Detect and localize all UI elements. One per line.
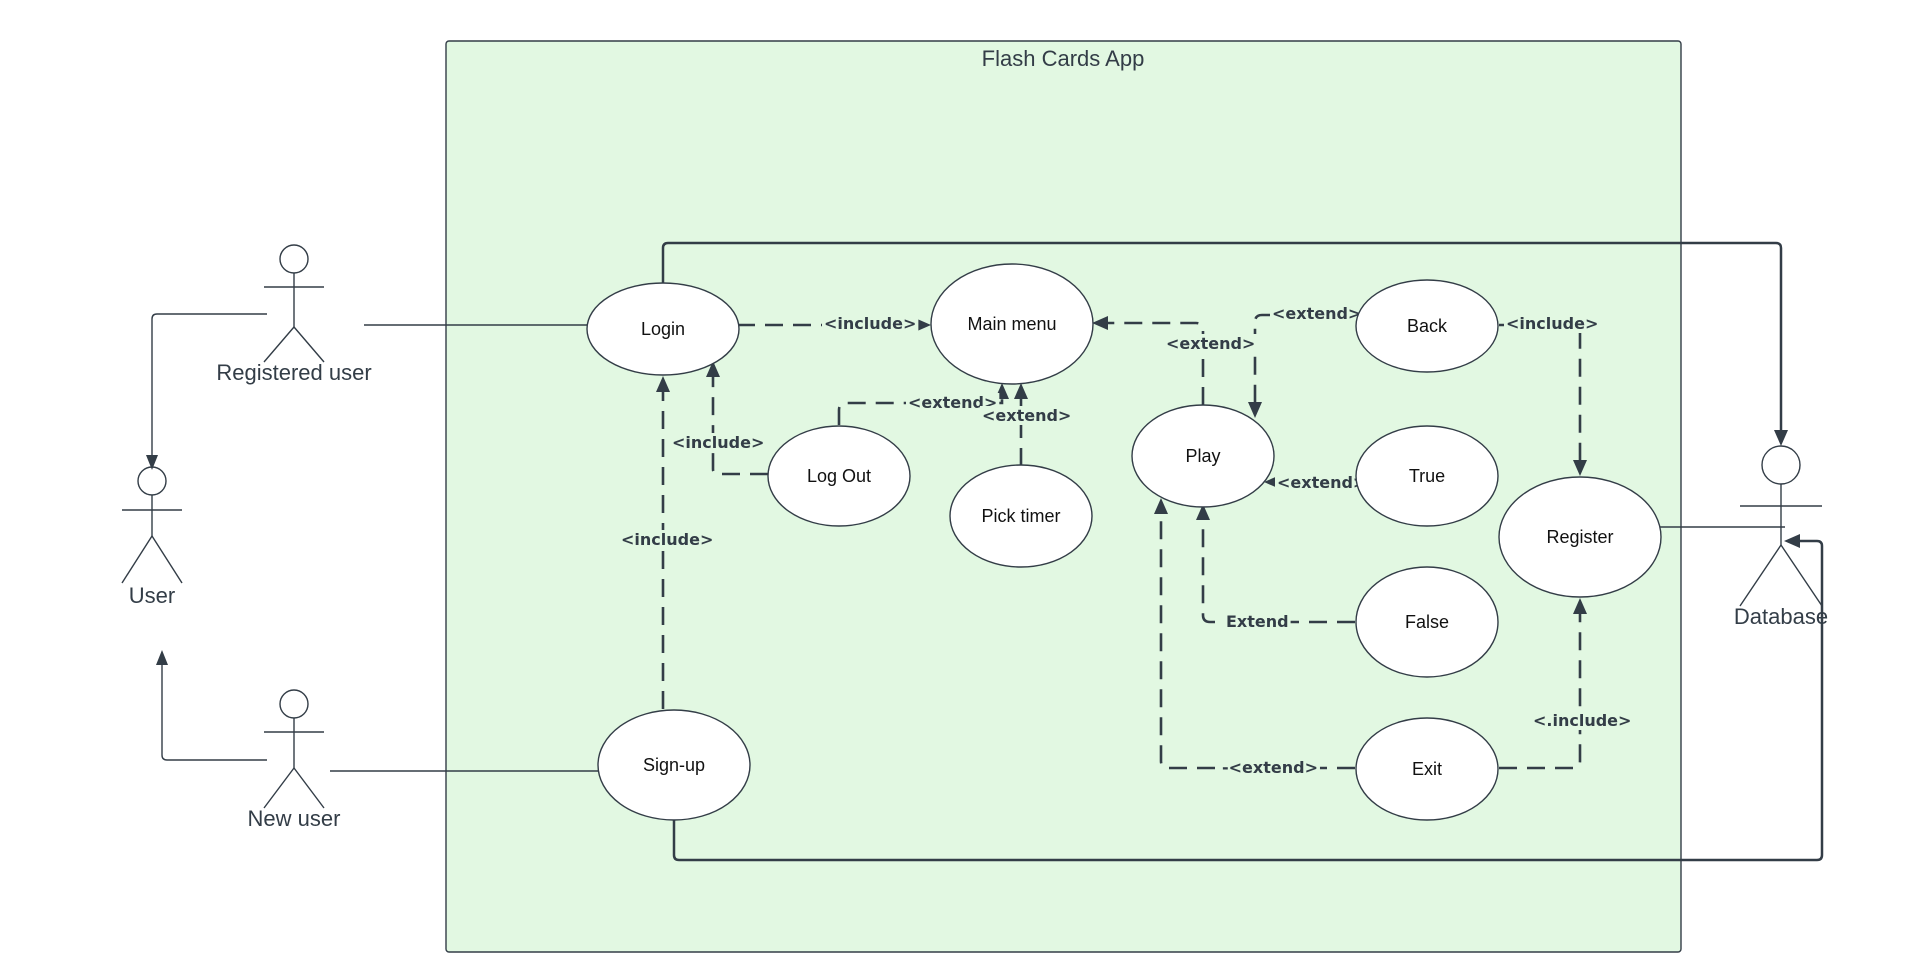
relationship-labels: <include> <extend> <extend> <extend> <in… xyxy=(619,304,1634,777)
label-login-main-menu: <include> xyxy=(824,314,916,333)
label-background xyxy=(619,530,716,549)
label-false-play: Extend xyxy=(1226,612,1289,631)
actor-registered-user-label: Registered user xyxy=(216,360,371,385)
use-case-pick-timer xyxy=(949,464,1093,568)
arrowhead xyxy=(1573,598,1587,614)
arrowhead xyxy=(1774,430,1788,446)
arrowhead xyxy=(1092,316,1108,330)
use-case-exit-label: Exit xyxy=(1412,759,1442,779)
label-background xyxy=(1270,304,1364,323)
label-true-play: <extend> xyxy=(1277,473,1366,492)
arrowhead xyxy=(1573,460,1587,476)
use-case-main-menu-label: Main menu xyxy=(967,314,1056,334)
use-case-true xyxy=(1355,425,1499,527)
use-case-false-label: False xyxy=(1405,612,1449,632)
arrowhead xyxy=(656,376,670,392)
use-case-sign-up xyxy=(597,709,751,821)
label-background xyxy=(1224,612,1291,631)
label-logout-main-menu: <extend> xyxy=(908,393,997,412)
use-case-main-menu xyxy=(930,263,1094,385)
actor-user: User xyxy=(121,466,183,608)
arrowhead xyxy=(1784,534,1800,548)
generalization-new-user xyxy=(161,665,267,761)
stick-figure-icon xyxy=(1739,445,1823,607)
label-background xyxy=(980,406,1074,425)
use-case-login xyxy=(586,282,740,376)
rel-exit-register xyxy=(1499,614,1582,770)
arrowhead xyxy=(706,361,720,377)
arrowhead xyxy=(1196,504,1210,520)
rel-exit-play xyxy=(1159,514,1355,770)
actor-database-label: Database xyxy=(1734,604,1828,629)
label-background xyxy=(1531,711,1634,730)
rel-play-main-menu xyxy=(1108,321,1205,405)
label-exit-register: <.include> xyxy=(1533,711,1631,730)
label-back-play: <extend> xyxy=(1272,304,1361,323)
actor-new-user: New user xyxy=(248,689,341,831)
use-case-pick-timer-label: Pick timer xyxy=(981,506,1060,526)
arrowhead xyxy=(156,650,168,665)
rel-logout-main-menu xyxy=(837,399,1004,425)
label-pick-timer-main-menu: <extend> xyxy=(982,406,1071,425)
stick-figure-icon xyxy=(121,466,183,584)
use-case-play-label: Play xyxy=(1185,446,1220,466)
use-case-login-label: Login xyxy=(641,319,685,339)
arrowhead xyxy=(146,455,158,470)
use-cases: Login Main menu Log Out Pick timer Play … xyxy=(586,263,1662,821)
label-background xyxy=(1164,334,1258,353)
rel-false-play xyxy=(1201,520,1355,624)
stick-figure-icon xyxy=(263,244,325,363)
label-play-main-menu: <extend> xyxy=(1166,334,1255,353)
login-database-line xyxy=(661,241,1783,430)
use-case-sign-up-label: Sign-up xyxy=(643,755,705,775)
arrowhead xyxy=(1248,402,1262,418)
label-back-register: <include> xyxy=(1506,314,1598,333)
use-case-log-out-label: Log Out xyxy=(807,466,871,486)
arrowhead xyxy=(1014,383,1028,399)
actor-database: Database xyxy=(1734,445,1828,629)
label-signup-login: <include> xyxy=(621,530,713,549)
label-background xyxy=(1275,473,1369,492)
use-case-log-out xyxy=(767,425,911,527)
label-background xyxy=(1504,314,1601,333)
use-case-play xyxy=(1131,404,1275,508)
actor-new-user-label: New user xyxy=(248,806,341,831)
label-exit-play: -<extend> xyxy=(1222,758,1318,777)
label-logout-login: <include> xyxy=(672,433,764,452)
use-case-register xyxy=(1498,476,1662,598)
arrowhead xyxy=(1154,498,1168,514)
actor-user-label: User xyxy=(129,583,175,608)
system-title: Flash Cards App xyxy=(982,46,1145,71)
stick-figure-icon xyxy=(263,689,325,809)
rel-logout-login xyxy=(711,377,768,476)
label-background xyxy=(906,393,1000,412)
use-case-register-label: Register xyxy=(1546,527,1613,547)
use-case-exit xyxy=(1355,717,1499,821)
use-case-back-label: Back xyxy=(1407,316,1448,336)
actor-registered-user: Registered user xyxy=(216,244,372,385)
label-background xyxy=(670,433,767,452)
association-lines xyxy=(146,241,1824,862)
arrowhead xyxy=(915,318,931,332)
signup-database-line xyxy=(672,539,1824,862)
generalization-registered-user xyxy=(151,313,267,455)
label-background xyxy=(822,314,919,333)
rel-back-play xyxy=(1253,313,1356,402)
use-case-true-label: True xyxy=(1409,466,1445,486)
use-case-back xyxy=(1355,279,1499,373)
use-case-false xyxy=(1355,566,1499,678)
label-background xyxy=(1220,758,1320,777)
